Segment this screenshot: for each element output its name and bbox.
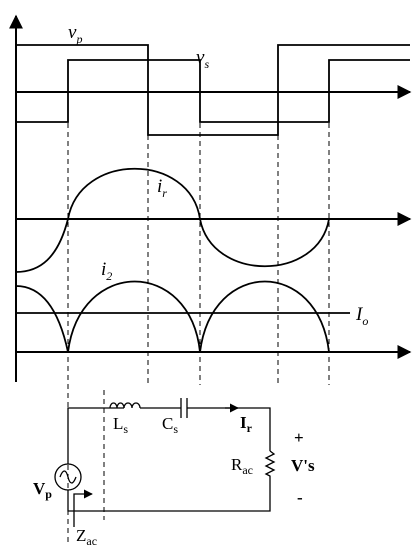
io-label: Io: [355, 304, 368, 328]
circuit-wire-top-left: [67, 407, 124, 464]
circuit-wire-top-right: [187, 407, 271, 451]
i2-waveform: [15, 280, 330, 353]
vs-waveform: [16, 59, 410, 123]
ac-source-symbol: [54, 463, 82, 491]
ac-source-sine-icon: [59, 470, 77, 484]
minus-sign: -: [297, 488, 303, 507]
resistor-label: Rac: [231, 455, 253, 477]
impedance-label: Zac: [76, 526, 97, 548]
output-voltage-label: V's: [291, 456, 315, 475]
vp-label: vp: [68, 22, 82, 46]
ir-waveform: [15, 167, 330, 273]
vp-waveform: [16, 44, 410, 136]
zac-arrow: [73, 489, 93, 527]
vs-label: vs: [196, 47, 209, 71]
current-label: Ir: [240, 413, 253, 435]
resistor-symbol: [264, 450, 276, 479]
i2-label: i2: [101, 259, 112, 283]
inductor-label: Ls: [113, 414, 128, 436]
ir-label: ir: [157, 176, 167, 200]
plus-sign: +: [294, 428, 304, 447]
source-label: Vp: [33, 479, 52, 501]
capacitor-label: Cs: [162, 414, 178, 436]
circuit-wire-bottom: [67, 479, 271, 512]
inductor-coil: [109, 402, 125, 409]
inductor-symbol: [123, 402, 141, 409]
